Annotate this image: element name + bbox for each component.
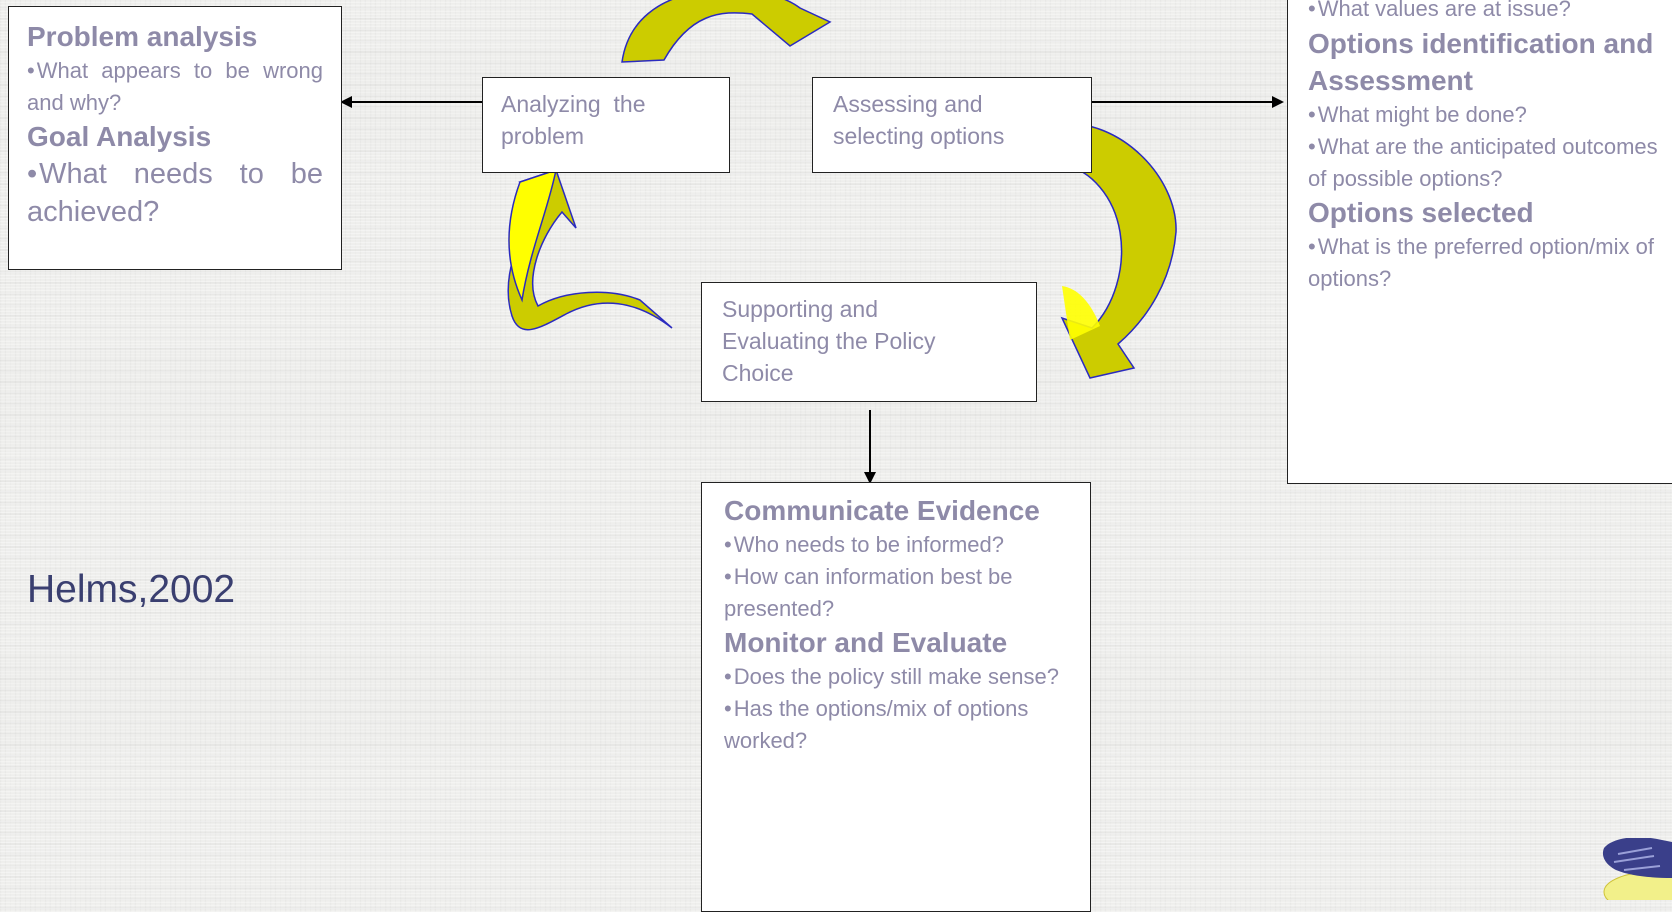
stage-supporting-policy: Supporting and Evaluating the Policy Cho… — [701, 282, 1037, 402]
values-bullet: What values are at issue? — [1308, 0, 1672, 25]
stage-analyzing-problem: Analyzing the problem — [482, 77, 730, 173]
communicate-bullet-2: How can information best be presented? — [724, 561, 1076, 625]
options-selected-heading: Options selected — [1308, 197, 1534, 228]
stage-assessing-options: Assessing and selecting options — [812, 77, 1092, 173]
options-identification-heading: Options identification and Assessment — [1308, 28, 1654, 96]
communicate-bullet-1: Who needs to be informed? — [724, 529, 1076, 561]
problem-analysis-heading: Problem analysis — [27, 21, 258, 52]
options-bullet-1: What might be done? — [1308, 99, 1672, 131]
problem-analysis-panel: Problem analysis What appears to be wron… — [8, 6, 342, 270]
communicate-evidence-heading: Communicate Evidence — [724, 495, 1040, 526]
monitor-bullet-1: Does the policy still make sense? — [724, 661, 1076, 693]
stage-supporting-label: Supporting and Evaluating the Policy Cho… — [722, 296, 936, 386]
communicate-evidence-panel: Communicate Evidence Who needs to be inf… — [701, 482, 1091, 912]
cycle-arrow-left — [507, 168, 673, 331]
monitor-bullet-2: Has the options/mix of options worked? — [724, 693, 1076, 757]
stage-assessing-label: Assessing and selecting options — [833, 91, 1005, 149]
goal-analysis-heading: Goal Analysis — [27, 121, 212, 152]
cycle-arrow-right — [1059, 122, 1177, 379]
citation: Helms,2002 — [27, 568, 236, 611]
options-selected-bullet: What is the preferred option/mix of opti… — [1308, 231, 1672, 295]
logo-icon — [1603, 838, 1672, 900]
options-panel: What values are at issue? Options identi… — [1287, 0, 1672, 484]
goal-analysis-bullet: What needs to be achieved? — [27, 155, 323, 231]
monitor-evaluate-heading: Monitor and Evaluate — [724, 627, 1008, 658]
cycle-arrow-top — [621, 0, 832, 63]
stage-analyzing-label: Analyzing the problem — [501, 91, 652, 149]
options-bullet-2: What are the anticipated outcomes of pos… — [1308, 131, 1672, 195]
problem-analysis-bullet: What appears to be wrong and why? — [27, 55, 323, 119]
